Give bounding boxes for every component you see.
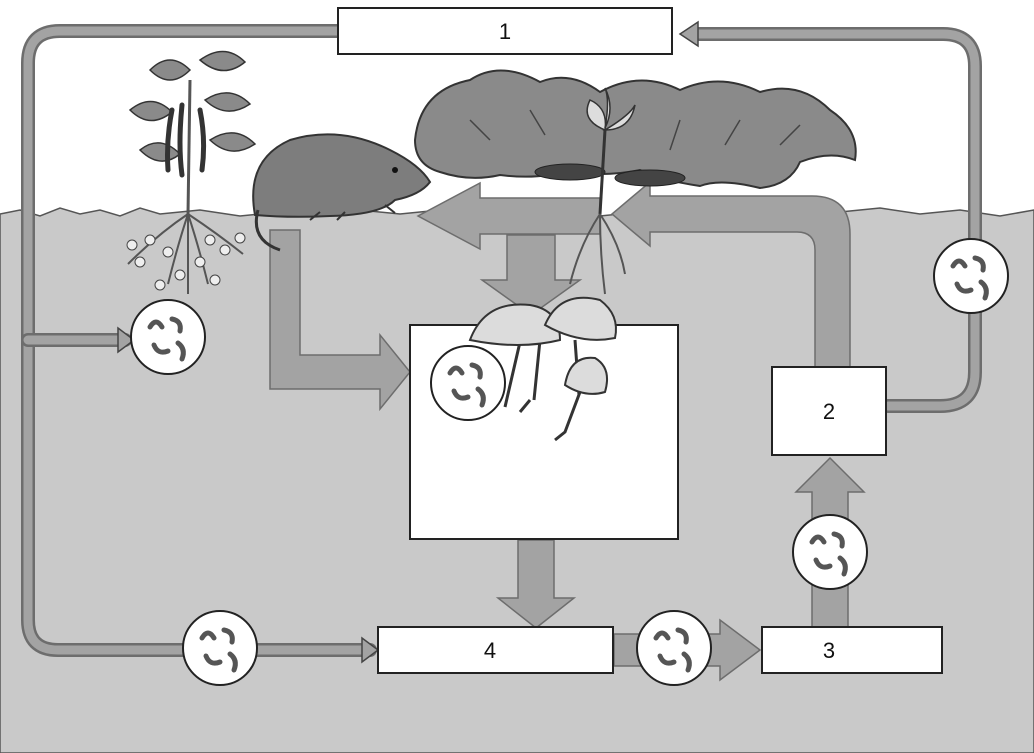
bacteria-circle-icon (131, 300, 205, 374)
box-4-label: 4 (484, 638, 496, 663)
box-3-label: 3 (823, 638, 835, 663)
box-1: 1 (338, 8, 672, 54)
bacteria-circle-icon (431, 346, 505, 420)
box-2-label: 2 (823, 399, 835, 424)
pumpkin-plant-icon (415, 70, 856, 188)
bacteria-circle-icon (793, 515, 867, 589)
box-1-label: 1 (499, 19, 511, 44)
box-4: 4 (378, 627, 613, 673)
box-3: 3 (762, 627, 942, 673)
box-2: 2 (772, 367, 886, 455)
bacteria-circle-icon (183, 611, 257, 685)
bacteria-circle-icon (637, 611, 711, 685)
arrowhead-to-box-1 (680, 22, 698, 46)
bacteria-circle-icon (934, 239, 1008, 313)
